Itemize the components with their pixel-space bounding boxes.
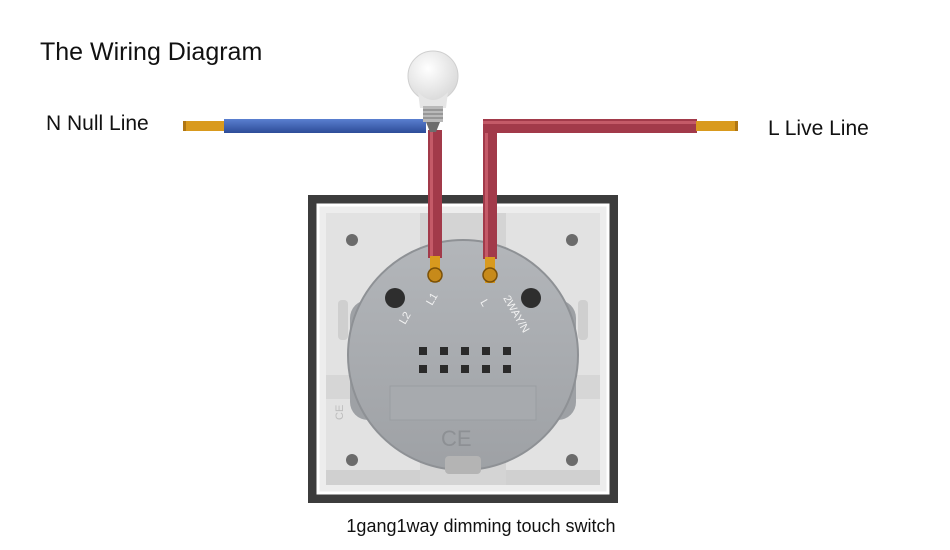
- null-wire: [183, 119, 426, 133]
- module-label-area: [389, 385, 537, 421]
- terminal-label-l: L: [477, 298, 490, 309]
- screw-hole-br: [566, 454, 578, 466]
- null-line-label: N Null Line: [46, 112, 149, 135]
- screw-hole-tl: [346, 234, 358, 246]
- switch-caption: 1gang1way dimming touch switch: [346, 516, 616, 536]
- terminal-screw-right: [521, 288, 541, 308]
- null-wire-tip: [183, 121, 225, 131]
- diagram-title: The Wiring Diagram: [40, 38, 263, 66]
- module-ce-mark: CE: [441, 426, 472, 451]
- live-line-label: L Live Line: [768, 117, 869, 140]
- lamp-to-l1-wire: [428, 130, 442, 282]
- screw-hole-bl: [346, 454, 358, 466]
- terminal-screw-left: [385, 288, 405, 308]
- switch-module: L2 L1 L 2WAY/N CE: [347, 239, 579, 474]
- screw-hole-tr: [566, 234, 578, 246]
- vent-holes: [419, 347, 511, 373]
- terminal-label-l2: L2: [397, 310, 414, 327]
- light-bulb-icon: [407, 50, 459, 132]
- null-wire-insulation: [224, 119, 426, 133]
- terminal-l: [482, 267, 498, 283]
- panel-ce-mark: CE: [334, 405, 346, 420]
- terminal-label-l1: L1: [424, 291, 441, 308]
- terminal-l1: [427, 267, 443, 283]
- live-wire-tip: [696, 121, 738, 131]
- live-wire: [483, 119, 738, 283]
